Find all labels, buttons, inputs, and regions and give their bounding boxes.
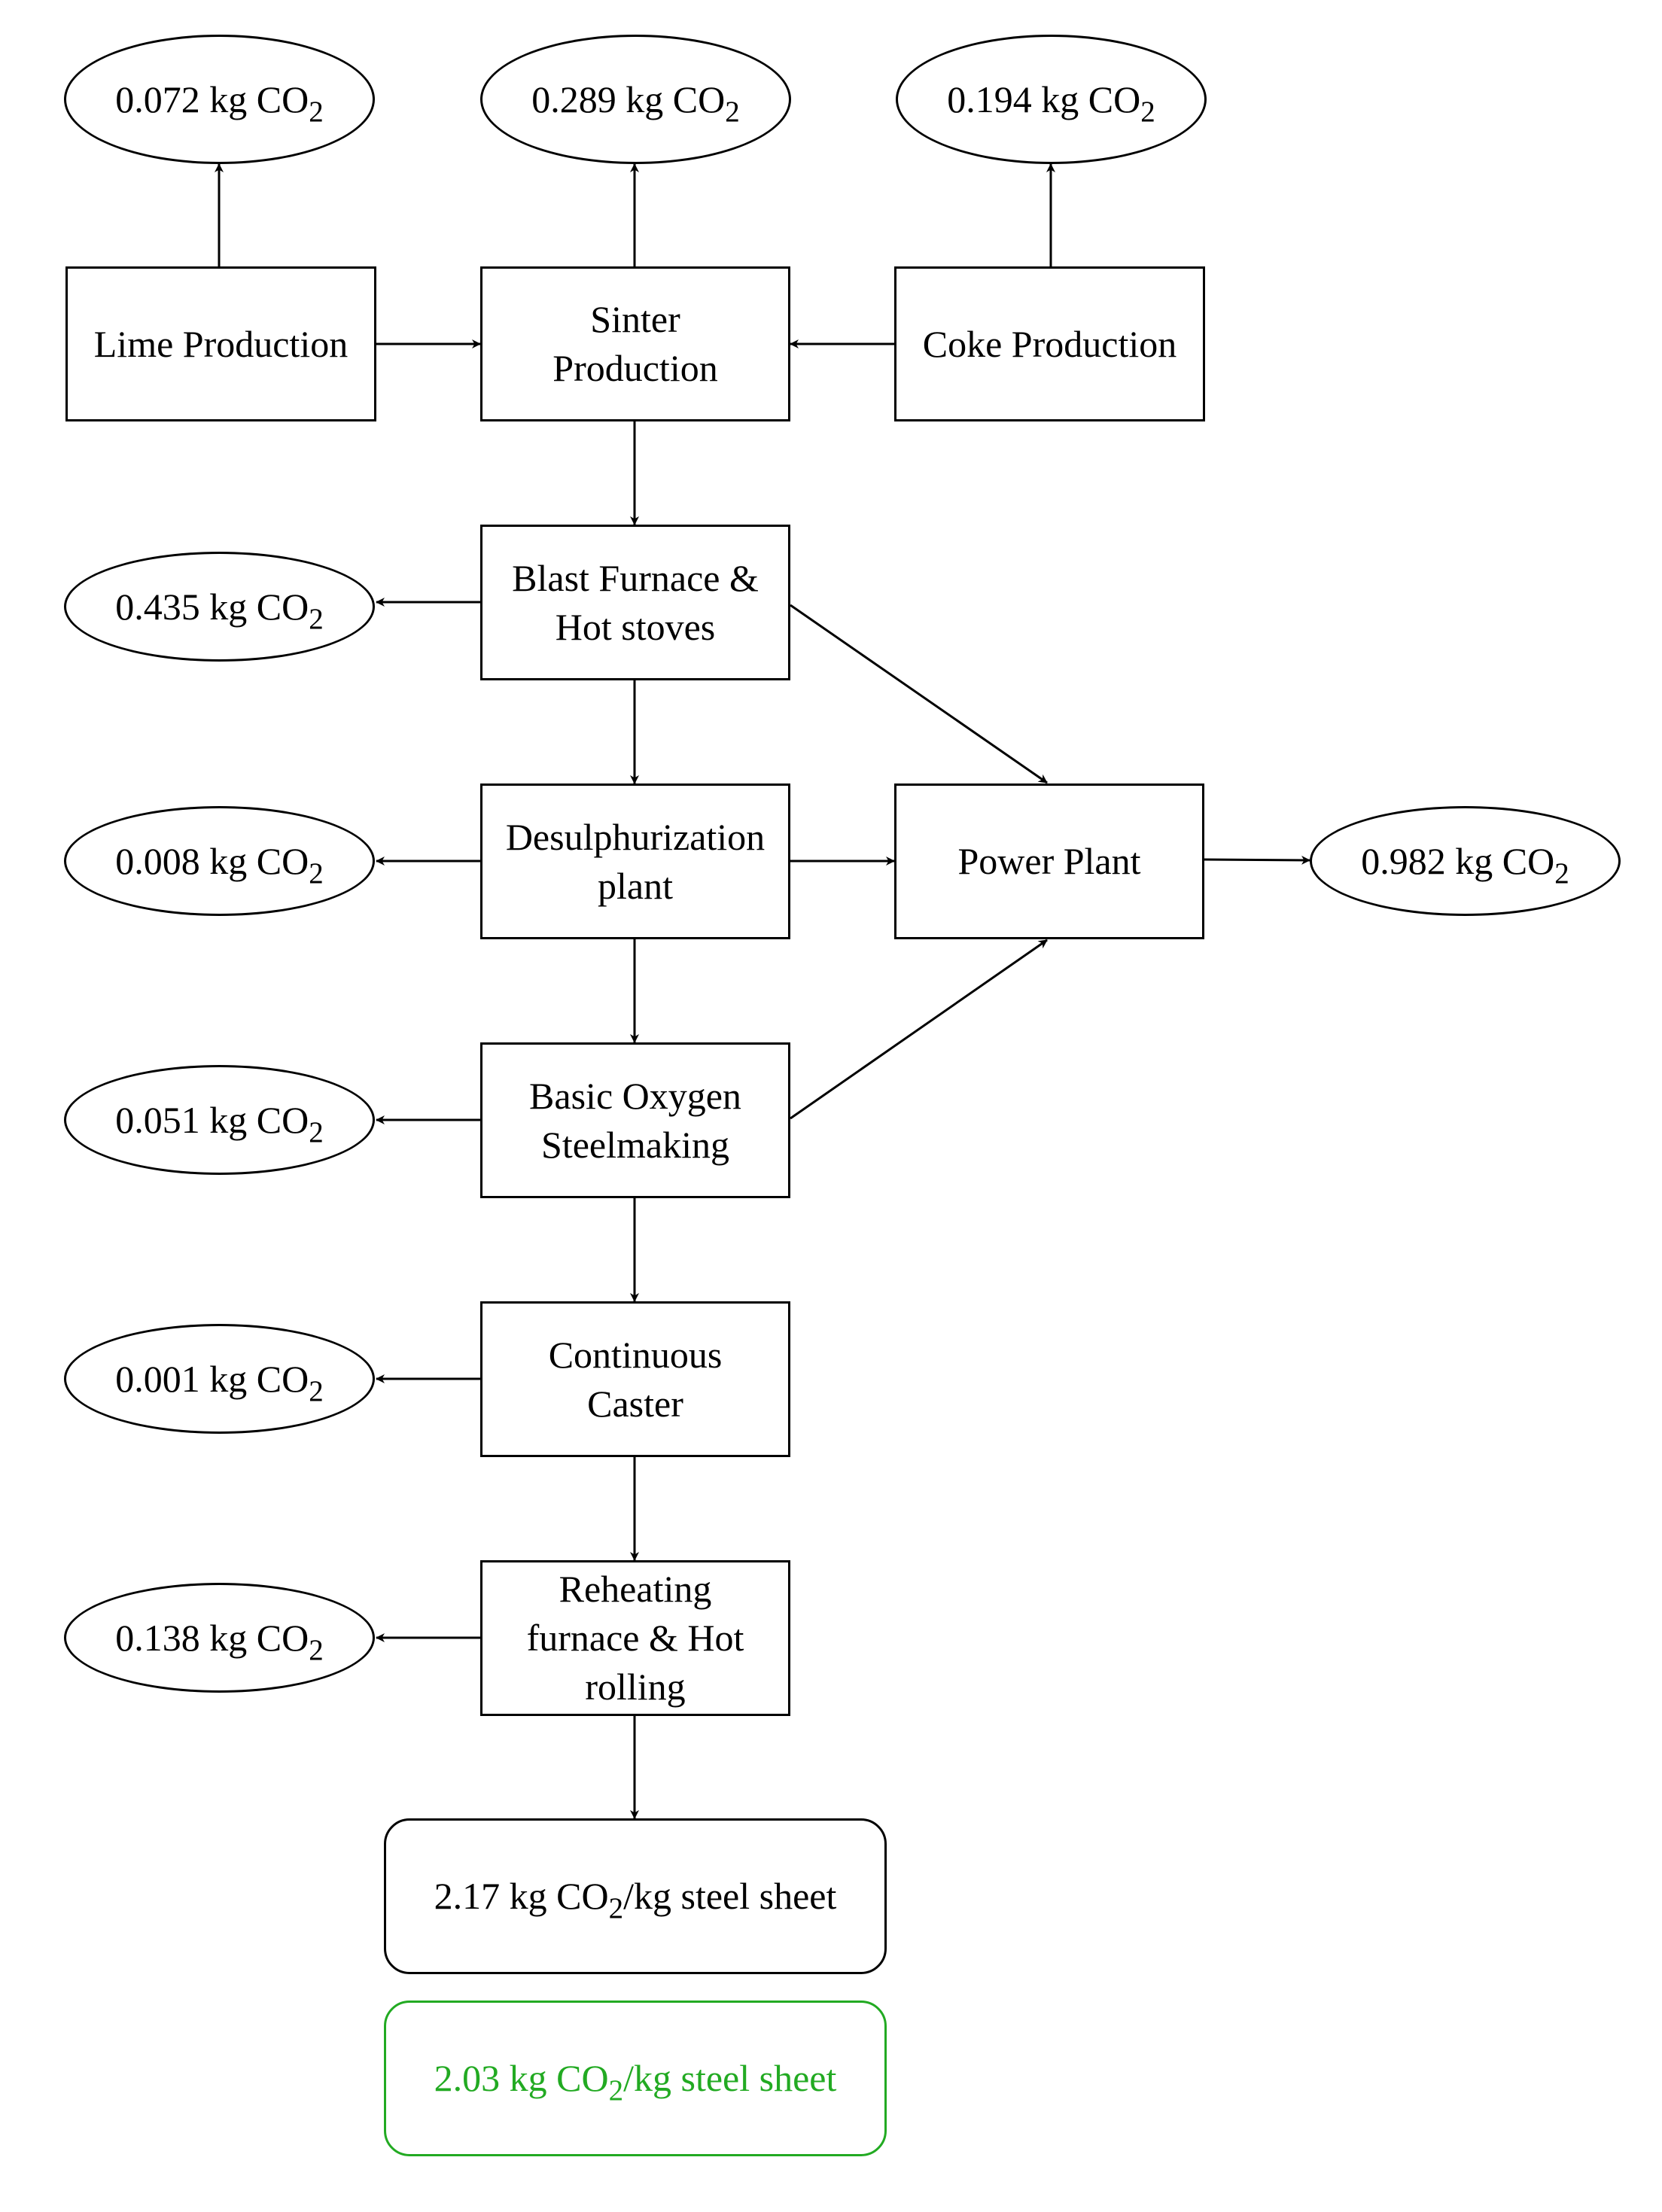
emission-reheat-subscript: 2 — [309, 1633, 324, 1666]
emission-coke-subscript: 2 — [1140, 95, 1155, 128]
process-caster-label: Continuous Caster — [548, 1333, 723, 1425]
process-sinter-label: Sinter Production — [552, 298, 718, 389]
emission-sinter-subscript: 2 — [725, 95, 740, 128]
process-blast-furnace: Blast Furnace & Hot stoves — [480, 525, 790, 680]
total-suffix: /kg steel sheet — [623, 1875, 837, 1917]
process-desulphurization: Desulphurization plant — [480, 783, 790, 939]
process-blast-label: Blast Furnace & Hot stoves — [512, 556, 759, 648]
process-power-plant: Power Plant — [894, 783, 1204, 939]
process-coke-label: Coke Production — [922, 322, 1177, 365]
process-lime-production: Lime Production — [65, 266, 376, 421]
emission-lime-subscript: 2 — [309, 95, 324, 128]
emission-desulph: 0.008 kg CO2 — [64, 806, 375, 916]
total-subscript: 2 — [608, 1892, 624, 1925]
emission-caster-value: 0.001 kg CO — [115, 1357, 309, 1400]
process-reheating-hot-rolling: Reheating furnace & Hot rolling — [480, 1560, 790, 1716]
emission-caster: 0.001 kg CO2 — [64, 1324, 375, 1434]
process-bos-label: Basic Oxygen Steelmaking — [529, 1074, 741, 1166]
emission-bos-value: 0.051 kg CO — [115, 1098, 309, 1141]
emission-blast-subscript: 2 — [309, 602, 324, 635]
emission-desulph-value: 0.008 kg CO — [115, 839, 309, 882]
reduced-total-suffix: /kg steel sheet — [623, 2057, 837, 2099]
process-continuous-caster: Continuous Caster — [480, 1301, 790, 1457]
emission-sinter: 0.289 kg CO2 — [480, 35, 791, 164]
process-reheat-label: Reheating furnace & Hot rolling — [526, 1568, 744, 1708]
total-emissions: 2.17 kg CO2/kg steel sheet — [384, 1818, 887, 1974]
emission-bos: 0.051 kg CO2 — [64, 1065, 375, 1175]
process-desulph-label: Desulphurization plant — [505, 815, 766, 907]
emission-reheat: 0.138 kg CO2 — [64, 1583, 375, 1693]
emission-lime-value: 0.072 kg CO — [115, 78, 309, 120]
arrow-blast-to-power — [790, 604, 1048, 784]
process-lime-label: Lime Production — [93, 322, 349, 365]
reduced-total-prefix: 2.03 kg CO — [434, 2057, 609, 2099]
emission-coke: 0.194 kg CO2 — [896, 35, 1207, 164]
emission-lime: 0.072 kg CO2 — [64, 35, 375, 164]
process-basic-oxygen-steelmaking: Basic Oxygen Steelmaking — [480, 1042, 790, 1198]
emission-sinter-value: 0.289 kg CO — [531, 78, 726, 120]
emission-desulph-subscript: 2 — [309, 857, 324, 890]
emission-coke-value: 0.194 kg CO — [947, 78, 1141, 120]
emission-blast-value: 0.435 kg CO — [115, 585, 309, 628]
emission-power-subscript: 2 — [1554, 857, 1569, 890]
process-coke-production: Coke Production — [894, 266, 1205, 421]
process-sinter-production: Sinter Production — [480, 266, 790, 421]
emission-bos-subscript: 2 — [309, 1115, 324, 1149]
emission-power-value: 0.982 kg CO — [1361, 839, 1555, 882]
process-power-label: Power Plant — [957, 840, 1141, 882]
reduced-total-subscript: 2 — [608, 2074, 624, 2107]
emission-reheat-value: 0.138 kg CO — [115, 1616, 309, 1659]
emission-blast: 0.435 kg CO2 — [64, 552, 375, 662]
total-prefix: 2.17 kg CO — [434, 1875, 609, 1917]
reduced-total-emissions: 2.03 kg CO2/kg steel sheet — [384, 2001, 887, 2156]
emission-power: 0.982 kg CO2 — [1310, 806, 1621, 916]
arrow-bos-to-power — [790, 939, 1048, 1120]
emission-caster-subscript: 2 — [309, 1374, 324, 1407]
